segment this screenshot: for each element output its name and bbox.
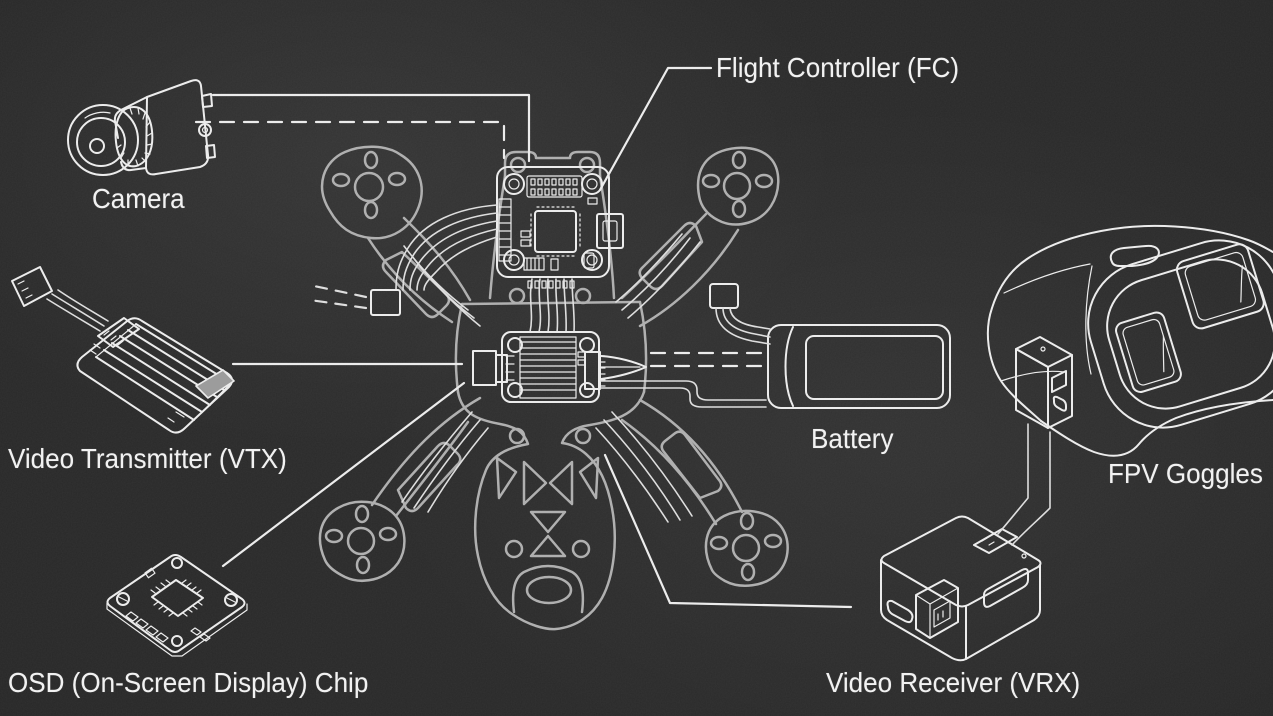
center-stack-board xyxy=(472,331,606,403)
battery-leads xyxy=(600,351,767,408)
fc-leader-line xyxy=(598,66,713,192)
flight-controller-label: Flight Controller (FC) xyxy=(716,52,960,83)
goggles-illustration xyxy=(986,224,1273,457)
vrx-connection-line xyxy=(603,453,853,609)
camera-illustration xyxy=(67,79,216,176)
vrx-illustration xyxy=(880,515,1042,662)
fc-harness-connector xyxy=(308,204,498,316)
flight-controller-board xyxy=(496,166,624,289)
vrx-label: Video Receiver (VRX) xyxy=(826,667,1081,698)
camera-fc-line-dashed xyxy=(194,120,506,160)
goggles-label: FPV Goggles xyxy=(1108,458,1263,489)
fc-esc-wires xyxy=(529,278,576,333)
camera-label: Camera xyxy=(92,183,185,214)
battery-illustration xyxy=(709,283,951,409)
osd-label: OSD (On-Screen Display) Chip xyxy=(8,667,369,698)
drone-frame-illustration xyxy=(318,145,789,631)
vtx-label: Video Transmitter (VTX) xyxy=(8,443,287,474)
camera-fc-line-solid xyxy=(211,93,531,163)
vtx-illustration xyxy=(11,266,235,434)
vrx-goggles-wires xyxy=(997,423,1051,546)
battery-label: Battery xyxy=(811,423,894,454)
osd-leader-line xyxy=(221,381,466,568)
osd-chip-illustration xyxy=(106,554,248,657)
